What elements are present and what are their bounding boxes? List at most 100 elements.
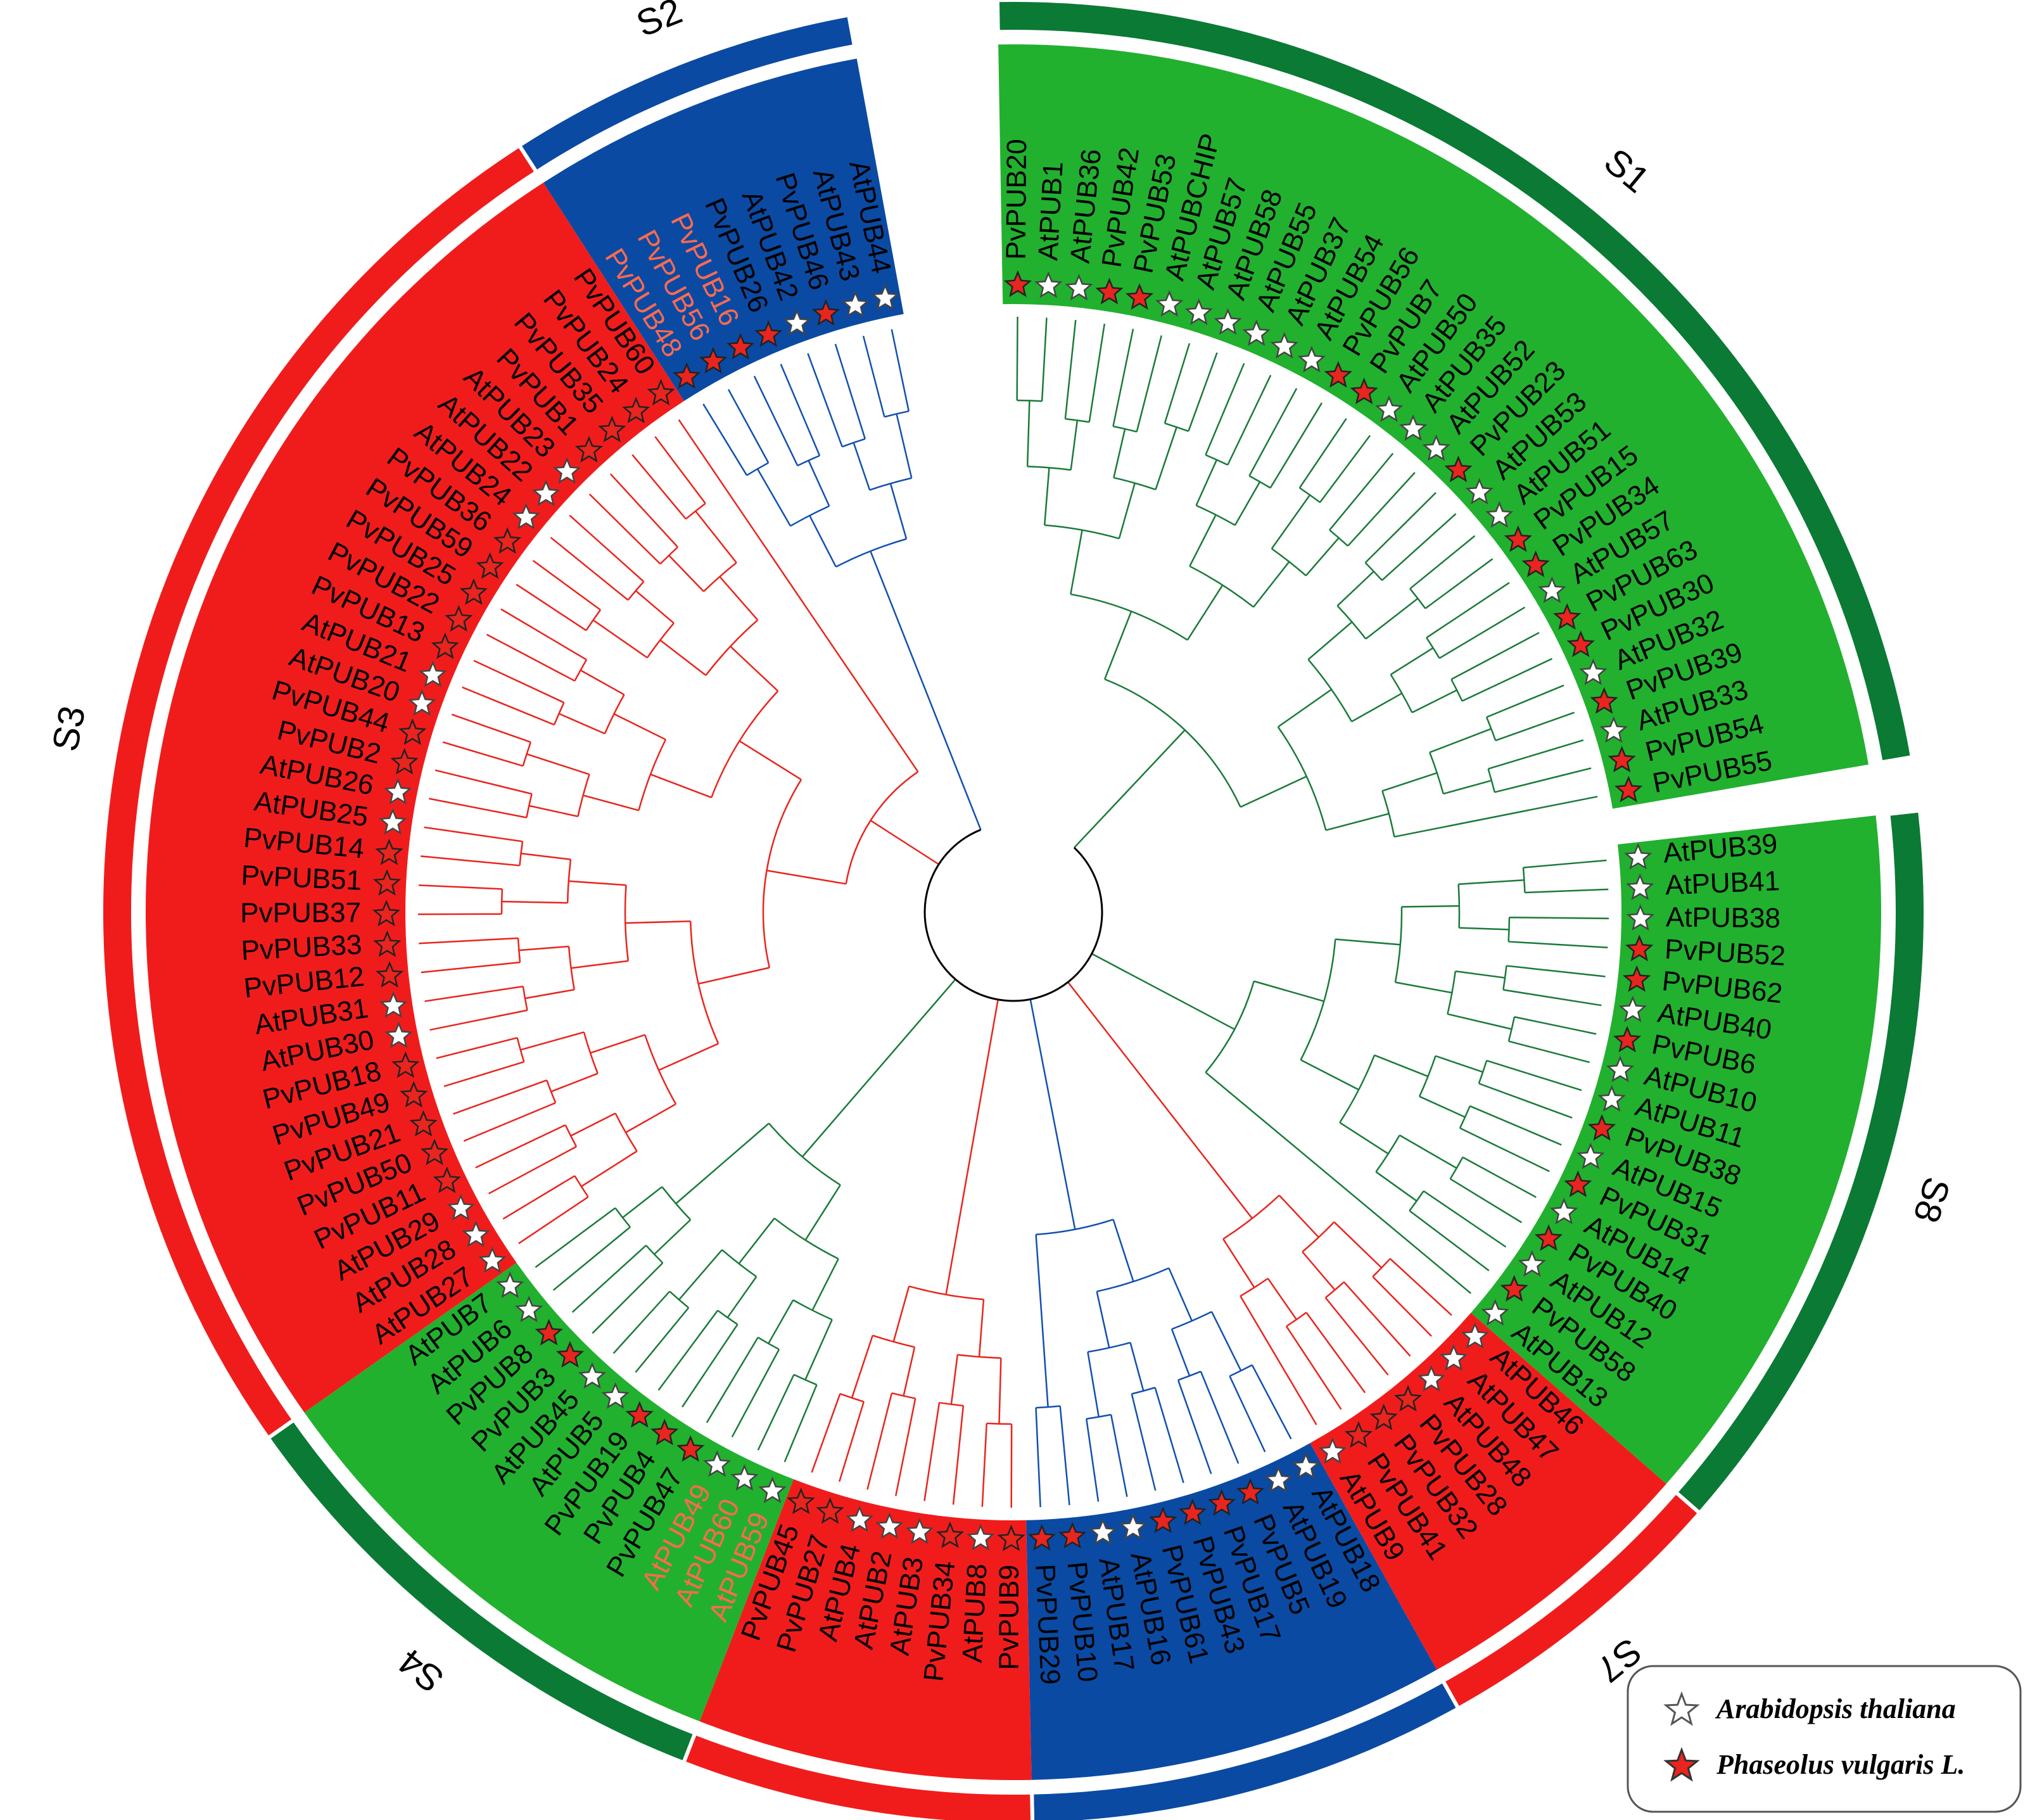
tree-branch [1390, 647, 1434, 675]
tree-branch [1309, 1361, 1342, 1410]
tree-branch [650, 773, 712, 799]
tree-branch [1502, 606, 1526, 621]
white-star-icon [1440, 1344, 1468, 1371]
tree-branch [1271, 494, 1311, 549]
tree-branch [851, 398, 866, 440]
tree-branch [514, 708, 555, 726]
tree-branch [424, 996, 450, 1002]
red-star-icon [1608, 746, 1636, 773]
red-star-icon [400, 1081, 428, 1108]
tree-branch [1450, 651, 1504, 680]
tree-branch [1202, 1449, 1212, 1475]
white-star-icon [875, 1512, 904, 1539]
red-star-icon [598, 416, 626, 443]
tree-branch [678, 419, 712, 468]
red-star-icon [1504, 525, 1532, 552]
white-star-icon [1214, 308, 1242, 335]
tree-branch [1229, 1364, 1253, 1377]
tree-branch [1070, 530, 1083, 595]
tree-branch [570, 1112, 616, 1137]
tree-branch [809, 515, 837, 568]
tree-branch [459, 886, 502, 890]
tree-branch [1355, 452, 1394, 498]
tree-branch [758, 1349, 780, 1387]
tree-branch [1469, 1105, 1524, 1130]
tree-branch [1336, 571, 1374, 607]
tree-branch [1307, 621, 1353, 661]
tree-branch [1154, 1387, 1173, 1444]
white-star-icon [905, 1517, 934, 1544]
leaf-label: AtPUB41 [1665, 865, 1780, 901]
subfamily-band-s7 [1310, 1313, 1666, 1670]
white-star-icon [462, 1220, 490, 1247]
tree-branch [1438, 1266, 1471, 1294]
white-star-icon [1597, 1085, 1626, 1112]
tree-branch [1065, 418, 1089, 423]
tree-branch [957, 1354, 1001, 1359]
tree-branch [1059, 1406, 1065, 1449]
tree-branch [1278, 1416, 1292, 1440]
tree-branch [1240, 1295, 1305, 1404]
tree-branch [1447, 1013, 1512, 1030]
tree-branch [1449, 1157, 1464, 1180]
tree-branch [419, 939, 476, 945]
tree-branch [1168, 1268, 1193, 1321]
red-star-icon [375, 838, 403, 865]
tree-branch [1405, 492, 1437, 523]
tree-branch [1118, 483, 1136, 539]
tree-branch [716, 425, 748, 476]
red-star-icon [373, 930, 402, 957]
white-star-icon [1461, 1321, 1489, 1349]
subfamily-ring-s2 [516, 13, 857, 175]
tree-branch [1131, 1387, 1156, 1395]
red-star-icon [1178, 1498, 1207, 1525]
tree-branch [418, 884, 460, 888]
tree-branch [1432, 1297, 1452, 1316]
tree-branch [1229, 1375, 1248, 1415]
tree-branch [1458, 1214, 1507, 1248]
tree-branch [1035, 1234, 1049, 1408]
tree-branch [1043, 468, 1050, 526]
tree-branch [1121, 1472, 1128, 1497]
tree-branch [1171, 1311, 1212, 1330]
tree-branch [1247, 1414, 1266, 1453]
white-star-icon [1606, 1055, 1635, 1083]
tree-branch [429, 1017, 486, 1031]
leaf-label: PvPUB37 [240, 897, 361, 929]
tree-branch [719, 576, 759, 621]
tree-branch [891, 1392, 916, 1399]
tree-branch [659, 546, 678, 565]
tree-branch [804, 1184, 841, 1241]
white-star-icon [1291, 1452, 1320, 1479]
subfamily-band-s1 [998, 44, 1869, 809]
tree-branch [868, 360, 885, 417]
tree-branch [1424, 582, 1461, 609]
white-star-icon [1618, 995, 1647, 1022]
tree-branch [1189, 514, 1217, 567]
tree-branch [490, 783, 532, 795]
tree-branch [632, 1262, 664, 1294]
tree-branch [1397, 472, 1416, 492]
tree-branch [1399, 1134, 1457, 1169]
tree-branch [488, 1166, 540, 1195]
leaf-label: PvPUB52 [1664, 934, 1786, 972]
tree-branch [1271, 548, 1307, 576]
tree-branch [1459, 1105, 1471, 1129]
species-legend: Arabidopsis thaliana Phaseolus vulgaris … [1627, 1665, 2022, 1813]
tree-branch [1069, 320, 1077, 377]
red-star-icon [1564, 1170, 1592, 1197]
white-star-icon [408, 689, 436, 716]
tree-branch [467, 1061, 524, 1080]
white-star-icon [419, 660, 447, 687]
red-star-icon [1369, 1403, 1398, 1430]
red-star-icon [555, 1340, 585, 1368]
white-star-icon [1264, 1465, 1293, 1493]
tree-branch [866, 1434, 882, 1490]
tree-branch [588, 493, 619, 524]
red-star-icon [1614, 775, 1643, 803]
white-star-icon [1550, 1197, 1578, 1225]
tree-branch [783, 1438, 796, 1463]
species-markers [372, 270, 1655, 1551]
